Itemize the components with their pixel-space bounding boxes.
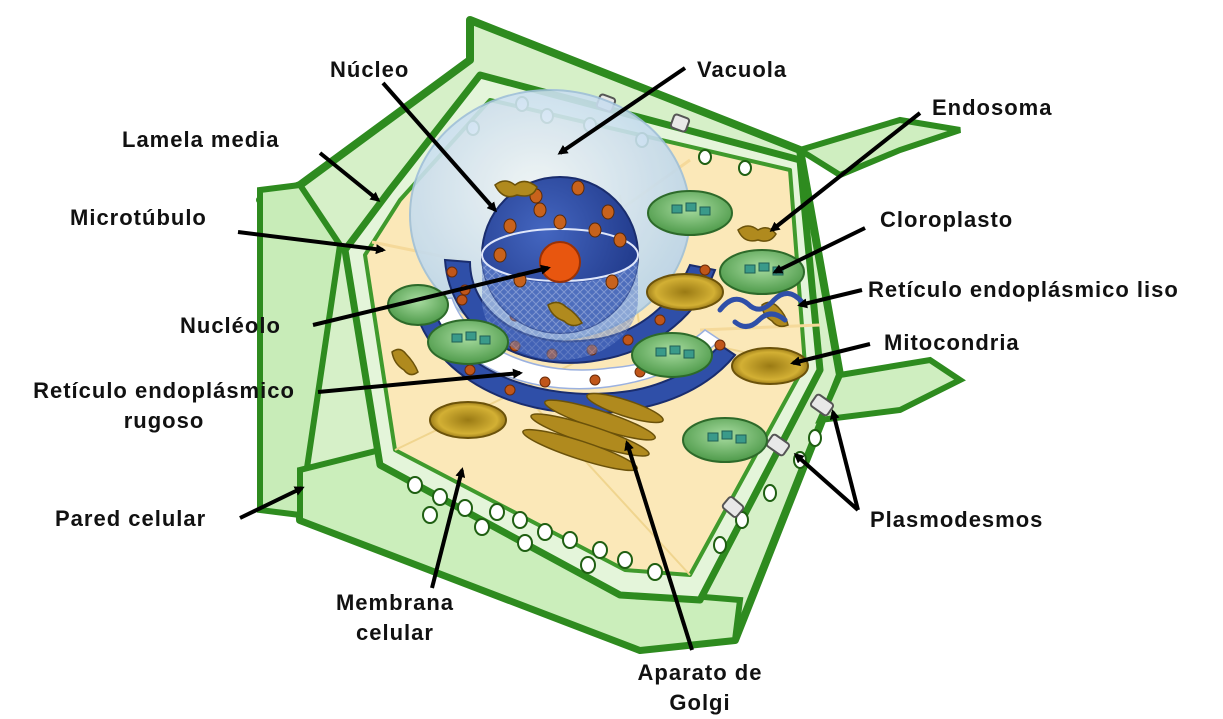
label-vacuola: Vacuola (697, 55, 787, 85)
nucleolus (540, 242, 580, 282)
label-endosoma: Endosoma (932, 93, 1052, 123)
label-membrana-line2: celular (325, 618, 465, 648)
label-membrana-celular: Membrana celular (325, 588, 465, 648)
label-golgi-line1: Aparato de (620, 658, 780, 688)
label-plasmodesmos: Plasmodesmos (870, 505, 1043, 535)
label-lamela-media: Lamela media (122, 125, 280, 155)
label-mitocondria: Mitocondria (884, 328, 1020, 358)
label-golgi-line2: Golgi (620, 688, 780, 718)
label-reticulo-rugoso-line2: rugoso (14, 406, 314, 436)
label-aparato-golgi: Aparato de Golgi (620, 658, 780, 718)
label-nucleo: Núcleo (330, 55, 409, 85)
label-pared-celular: Pared celular (55, 504, 206, 534)
label-cloroplasto: Cloroplasto (880, 205, 1013, 235)
label-reticulo-rugoso: Retículo endoplásmico rugoso (14, 376, 314, 436)
label-reticulo-rugoso-line1: Retículo endoplásmico (14, 376, 314, 406)
label-membrana-line1: Membrana (325, 588, 465, 618)
label-reticulo-liso: Retículo endoplásmico liso (868, 275, 1179, 305)
label-nucleolo: Nucléolo (180, 311, 281, 341)
label-microtubulo: Microtúbulo (70, 203, 207, 233)
